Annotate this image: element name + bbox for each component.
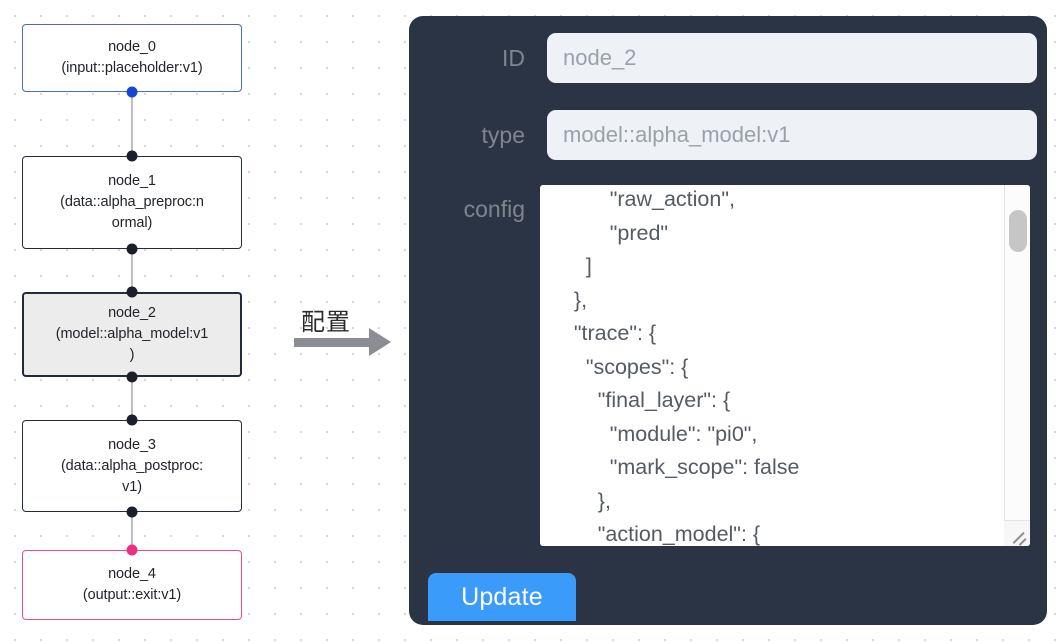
id-input[interactable] bbox=[547, 33, 1037, 83]
field-row-id: ID bbox=[420, 33, 1037, 83]
port-node_4-in[interactable] bbox=[126, 544, 138, 556]
port-node_1-out[interactable] bbox=[126, 243, 138, 255]
port-node_1-in[interactable] bbox=[126, 150, 138, 162]
graph-node-node_1[interactable]: node_1 (data::alpha_preproc:n ormal) bbox=[22, 156, 242, 249]
edge-node2-node3 bbox=[130, 377, 134, 420]
config-textarea[interactable]: "raw_action", "pred" ] }, "trace": { "sc… bbox=[540, 185, 1030, 546]
port-node_2-in[interactable] bbox=[126, 286, 138, 298]
edge-node1-node2 bbox=[130, 249, 134, 292]
graph-node-node_4[interactable]: node_4 (output::exit:v1) bbox=[22, 550, 242, 620]
field-row-type: type bbox=[420, 110, 1037, 160]
graph-node-label: node_0 (input::placeholder:v1) bbox=[61, 39, 203, 76]
port-node_3-out[interactable] bbox=[126, 506, 138, 518]
edge-node0-node1 bbox=[130, 92, 134, 156]
graph-node-label: node_1 (data::alpha_preproc:n ormal) bbox=[60, 173, 204, 231]
id-field-label: ID bbox=[502, 44, 525, 71]
configure-arrow-label: 配置 bbox=[301, 309, 351, 336]
config-scrollbar-thumb[interactable] bbox=[1009, 210, 1027, 252]
graph-node-label: node_3 (data::alpha_postproc: v1) bbox=[60, 436, 204, 495]
graph-node-label: node_2 (model::alpha_model:v1 ) bbox=[55, 305, 209, 363]
config-scrollbar[interactable] bbox=[1004, 185, 1030, 546]
port-node_3-in[interactable] bbox=[126, 414, 138, 426]
update-button[interactable]: Update bbox=[428, 573, 576, 621]
port-node_0-out[interactable] bbox=[126, 86, 138, 98]
config-field-label: config bbox=[463, 196, 525, 222]
config-textarea-text: "raw_action", "pred" ] }, "trace": { "sc… bbox=[573, 187, 800, 546]
type-input[interactable] bbox=[547, 110, 1037, 160]
edge-node3-node4 bbox=[130, 512, 134, 550]
resize-handle-icon[interactable] bbox=[1004, 520, 1030, 546]
type-field-label: type bbox=[481, 121, 525, 148]
port-node_2-out[interactable] bbox=[126, 371, 138, 383]
graph-node-label: node_4 (output::exit:v1) bbox=[82, 566, 182, 603]
right-arrow-icon bbox=[294, 338, 369, 347]
right-arrow-head-icon bbox=[369, 328, 391, 356]
graph-node-node_2[interactable]: node_2 (model::alpha_model:v1 ) bbox=[22, 292, 242, 377]
